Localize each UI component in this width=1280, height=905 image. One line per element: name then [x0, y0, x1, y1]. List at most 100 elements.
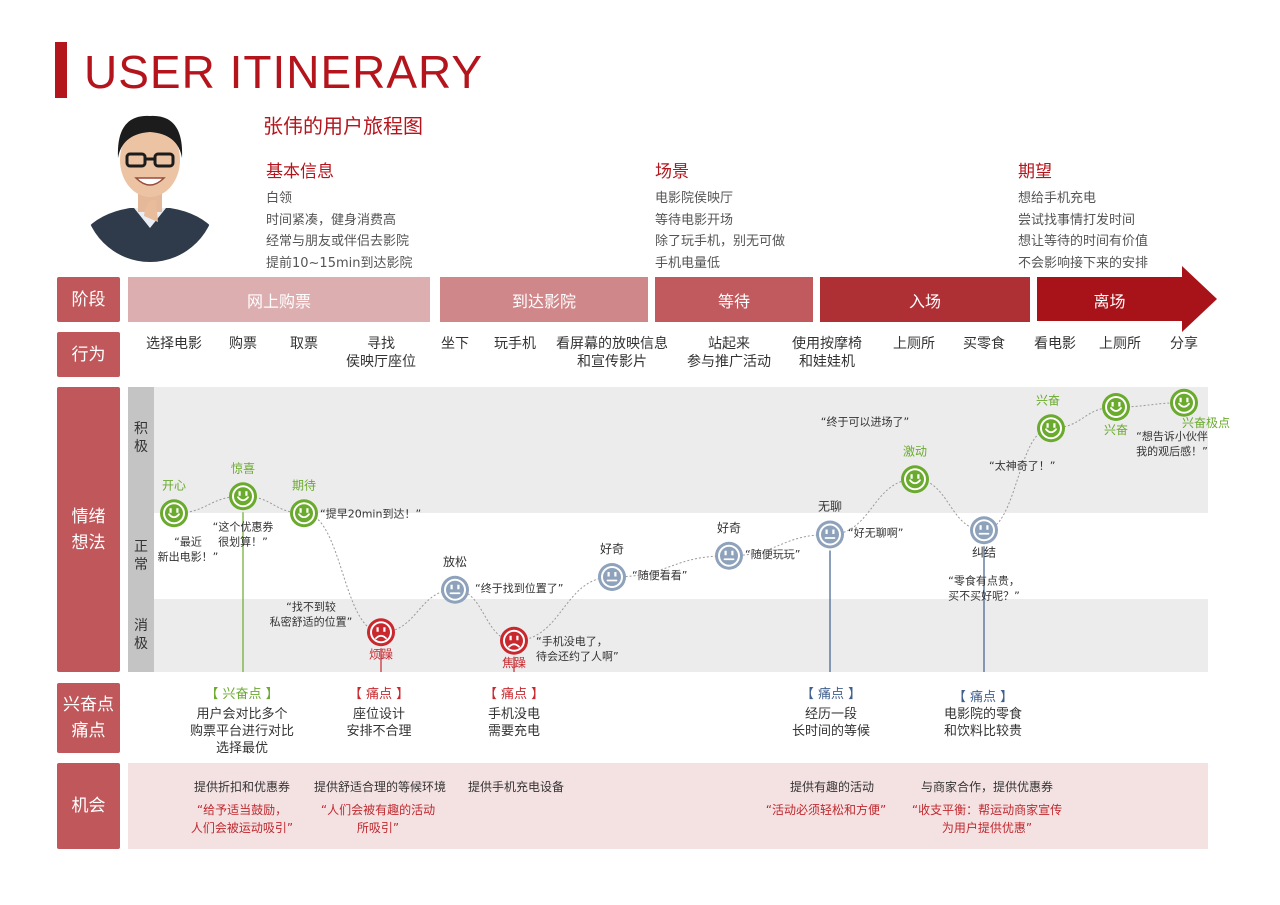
face-eye [450, 584, 453, 590]
face-eye [169, 508, 172, 513]
emotion-quote-line: 私密舒适的位置” [270, 614, 353, 628]
row-label-points-line1: 兴奋点 [63, 695, 114, 715]
point-desc: 座位设计安排不合理 [346, 707, 412, 739]
emotion-quote-line: 买不买好呢？” [948, 588, 1020, 602]
behavior-item: 购票 [229, 336, 257, 352]
face-eye [1179, 397, 1182, 403]
opportunity-title: 提供有趣的活动 [789, 780, 875, 794]
face-inner [1107, 398, 1125, 416]
face-mouth [298, 513, 310, 519]
title-accent-bar [55, 42, 67, 98]
happy-face-icon [229, 482, 257, 511]
behavior-item: 坐下 [441, 336, 469, 352]
face-inner [1042, 419, 1060, 438]
stage-leaving: 离场 [1093, 291, 1126, 311]
happy-face-icon [1102, 393, 1130, 421]
behavior-item: 取票 [290, 336, 318, 352]
info-expectation-title: 期望 [1018, 162, 1052, 182]
opportunity-quote: “收支平衡：帮运动商家宣传为用户提供优惠” [911, 803, 1063, 835]
emotion-quote: “想告诉小伙伴我的观后感！” [1136, 429, 1208, 458]
emotion-quote-line: 很划算！” [218, 534, 268, 548]
emotion-quote-line: “终于找到位置了” [475, 581, 563, 595]
face-eye [917, 474, 920, 479]
face-inner [446, 580, 464, 599]
face-eye [724, 550, 727, 556]
face-eye [383, 627, 386, 632]
opportunity-quote: “人们会被有趣的活动所吸引” [320, 803, 436, 835]
emotion-quote-line: 我的观后感！” [1136, 444, 1208, 458]
page-title: USER ITINERARY [84, 46, 484, 98]
axis-label-negative: 消极 [134, 618, 148, 652]
face-eye [376, 627, 379, 632]
info-basic-title: 基本信息 [266, 162, 334, 182]
happy-face-icon [1037, 414, 1065, 443]
opportunity-title: 提供折扣和优惠券 [193, 780, 291, 794]
point-tag-excite: 【 兴奋点 】 [205, 687, 279, 702]
emotion-label: 好奇 [600, 542, 624, 556]
face-eye [238, 491, 241, 496]
face-eye [1111, 402, 1114, 407]
neutral-face-icon [970, 516, 998, 545]
point-tag-pain: 【 痛点 】 [800, 687, 862, 702]
emotion-label: 期待 [292, 478, 316, 492]
info-expectation: 期望 想给手机充电 尝试找事情打发时间 想让等待的时间有价值 不会影响接下来的安… [1018, 157, 1148, 274]
emotion-quote: “随便看看” [632, 568, 687, 582]
face-eye [245, 491, 248, 496]
emotion-label: 好奇 [717, 521, 741, 535]
face-mouth [168, 513, 180, 519]
emotion-quote-line: “随便看看” [632, 568, 687, 582]
info-scenario-line: 除了玩手机，别无可做 [655, 234, 786, 249]
emotion-band-positive [154, 387, 1208, 513]
face-eye [176, 508, 179, 513]
face-eye [509, 635, 512, 641]
row-label-emotion: 情绪 想法 [57, 387, 120, 672]
face-eye [299, 508, 302, 513]
face-eye [979, 525, 982, 530]
emotion-quote-line: “最近 [174, 535, 202, 548]
behavior-item: 看电影 [1034, 336, 1076, 352]
emotion-quote: “随便玩玩” [745, 547, 800, 561]
row-label-behavior: 行为 [57, 332, 120, 377]
info-expectation-line: 不会影响接下来的安排 [1018, 255, 1149, 271]
happy-face-icon [290, 499, 318, 528]
emotion-band-negative [154, 599, 1208, 672]
face-mouth [508, 643, 520, 648]
emotion-quote-line: “想告诉小伙伴 [1136, 429, 1208, 443]
row-label-emotion-line1: 情绪 [71, 506, 106, 527]
axis-label-neutral: 正常 [134, 539, 148, 573]
behavior-item: 玩手机 [494, 336, 536, 352]
neutral-face-icon [715, 541, 743, 570]
info-basic-line: 时间紧凑，健身消费高 [266, 212, 397, 228]
face-mouth [237, 496, 249, 502]
face-eye [607, 572, 610, 577]
stage-entering: 入场 [820, 277, 1030, 322]
emotion-quote: “终于可以进场了” [821, 414, 909, 428]
happy-face-icon [1170, 388, 1198, 417]
face-eye [306, 508, 309, 513]
emotion-label: 焦躁 [502, 656, 526, 670]
info-basic-line: 提前10~15min到达影院 [266, 255, 413, 271]
user-avatar [84, 115, 216, 262]
point-desc: 电影院的零食和饮料比较贵 [943, 707, 1023, 739]
point-desc: 经历一段长时间的等候 [791, 707, 871, 739]
face-eye [516, 635, 519, 641]
face-eye [1186, 397, 1189, 403]
face-inner [234, 487, 252, 506]
point-tag-pain: 【 痛点 】 [952, 690, 1014, 705]
emotion-label: 开心 [162, 478, 186, 492]
emotion-label: 烦躁 [369, 647, 393, 661]
stage-arrive-cinema: 到达影院 [440, 277, 648, 322]
row-label-emotion-line2: 想法 [71, 532, 106, 553]
face-eye [614, 572, 617, 577]
behavior-item: 站起来参与推广活动 [687, 336, 771, 370]
emotion-quote: “好无聊啊” [848, 526, 903, 540]
emotion-quote: “这个优惠券很划算！” [213, 519, 274, 548]
opportunity-quote: “给予适当鼓励，人们会被运动吸引” [190, 803, 294, 835]
info-scenario-title: 场景 [655, 162, 689, 182]
neutral-face-icon [441, 575, 469, 604]
happy-face-icon [901, 465, 929, 494]
emotion-quote-line: “零食有点贵， [948, 573, 1020, 587]
behavior-item: 上厕所 [1099, 336, 1141, 352]
face-eye [825, 529, 828, 534]
emotion-label: 纠结 [972, 545, 996, 559]
